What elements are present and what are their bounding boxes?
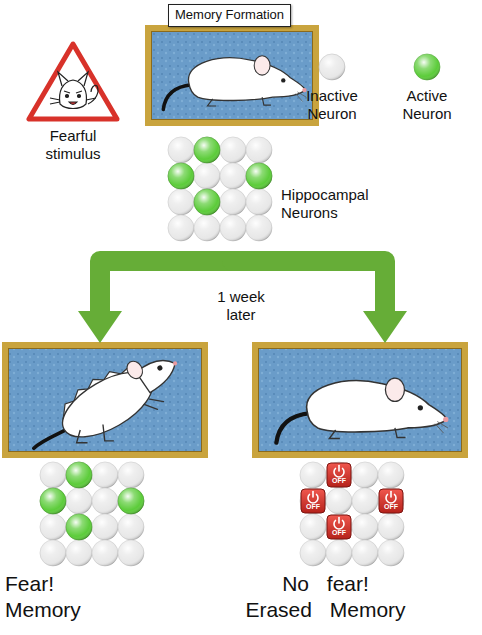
- off-label: OFF: [379, 503, 403, 511]
- stimulus-label: Fearful stimulus: [33, 127, 113, 163]
- legend-sphere: [319, 54, 345, 80]
- legend-swatch: [412, 52, 442, 82]
- off-button: [301, 489, 325, 513]
- off-button: [379, 489, 403, 513]
- neuron-grid: [40, 462, 144, 566]
- time-arrow: [100, 252, 232, 311]
- picture-frame: [255, 345, 465, 455]
- legend-text: Active Neuron: [385, 87, 469, 123]
- panel-title: Memory Formation: [168, 4, 291, 27]
- cat-drawing: [50, 72, 98, 109]
- erased-panel: No fear! Erased Memory: [245, 343, 470, 635]
- fear-panel: Fear! Memory: [0, 343, 215, 635]
- picture-frame: [5, 339, 205, 455]
- outcome-caption: Fear! Memory: [5, 571, 100, 623]
- legend-sphere: [414, 54, 440, 80]
- off-button: [327, 463, 351, 487]
- time-label: 1 week later: [209, 288, 273, 324]
- mouse-drawing: [276, 378, 448, 443]
- off-label: OFF: [327, 529, 351, 537]
- legend-text: Inactive Neuron: [290, 87, 374, 123]
- neuron-grid: [300, 462, 404, 566]
- off-button: [327, 515, 351, 539]
- neuron-grid: [168, 137, 272, 241]
- off-label: OFF: [327, 477, 351, 485]
- mouse-drawing: [163, 56, 306, 110]
- off-label: OFF: [301, 503, 325, 511]
- neurons-label: Hippocampal Neurons: [281, 186, 391, 222]
- outcome-caption: No fear! Erased Memory: [243, 571, 408, 623]
- scared-rat-drawing: [34, 339, 192, 455]
- picture-frame: [148, 28, 316, 123]
- legend-swatch: [317, 52, 347, 82]
- sphere-shine: [414, 54, 440, 80]
- sphere-shine: [319, 54, 345, 80]
- warning-sign: [29, 44, 117, 119]
